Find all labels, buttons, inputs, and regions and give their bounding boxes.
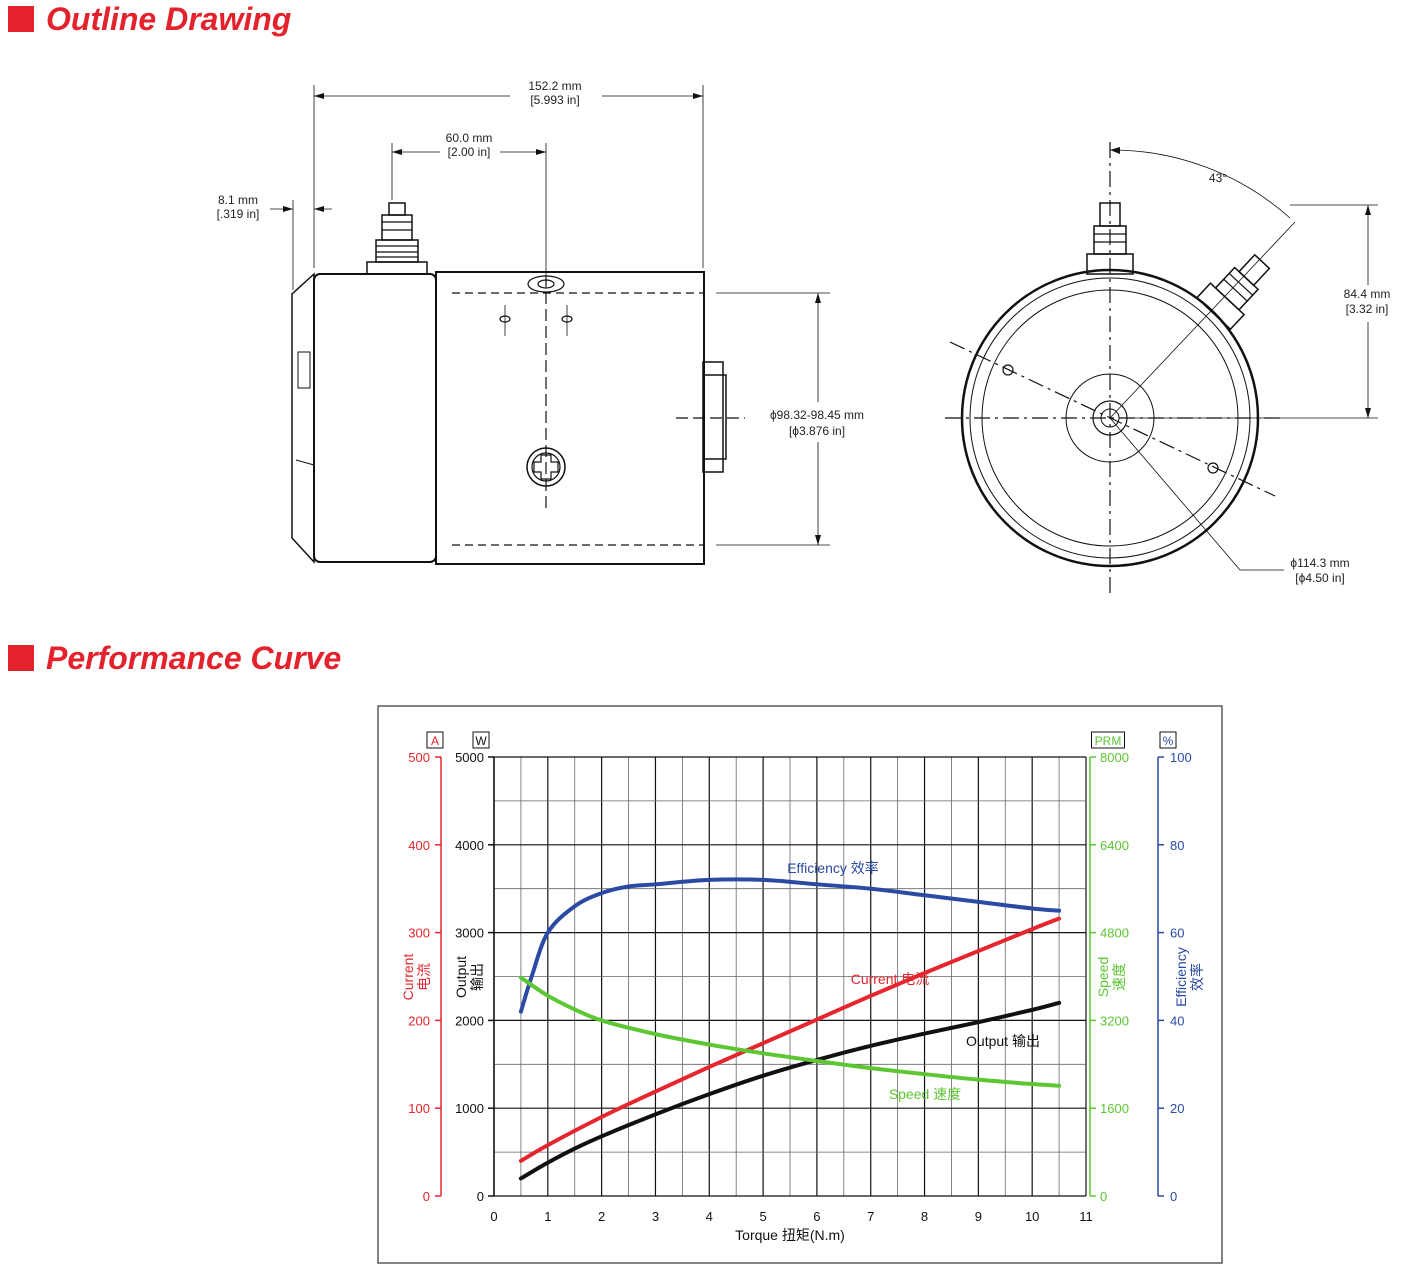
dim-height-in: [3.32 in]: [1346, 302, 1389, 316]
speed-axis-title-en: Speed: [1095, 957, 1111, 997]
end-view: [945, 142, 1378, 598]
dim-flange-in: [.319 in]: [217, 207, 260, 221]
dim-angle: 43°: [1209, 171, 1227, 185]
current-tick-label: 300: [408, 926, 430, 941]
efficiency-tick-label: 20: [1170, 1101, 1184, 1116]
chart-series: [518, 877, 1062, 1181]
x-axis-label: Torque 扭矩(N.m): [735, 1227, 845, 1243]
dim-outer-dia-in: [ϕ4.50 in]: [1295, 571, 1344, 585]
speed-tick-label: 8000: [1100, 750, 1129, 765]
red-square-icon: [8, 6, 34, 32]
x-tick-label: 9: [975, 1209, 982, 1224]
x-tick-label: 2: [598, 1209, 605, 1224]
outline-drawing-title: Outline Drawing: [46, 0, 292, 37]
current-axis-title-cn: 电流: [416, 963, 432, 991]
output-tick-label: 0: [477, 1189, 484, 1204]
x-tick-label: 11: [1079, 1209, 1093, 1224]
speed-series-label: Speed 速度: [889, 1086, 961, 1102]
x-tick-label: 3: [652, 1209, 659, 1224]
current-tick-label: 500: [408, 750, 430, 765]
dim-outer-dia-mm: ϕ114.3 mm: [1290, 556, 1349, 570]
speed-tick-label: 3200: [1100, 1013, 1129, 1028]
output-series-label: Output 输出: [966, 1033, 1040, 1049]
efficiency-series-line: [518, 877, 1062, 1014]
current-axis-title-en: Current: [400, 954, 416, 1001]
chart-grid: [493, 756, 1087, 1197]
chart-frame: [377, 705, 1223, 1264]
dim-height-mm: 84.4 mm: [1344, 287, 1391, 301]
current-tick-label: 200: [408, 1013, 430, 1028]
x-tick-label: 6: [813, 1209, 820, 1224]
efficiency-tick-label: 100: [1170, 750, 1192, 765]
outline-drawing-header: Outline Drawing: [8, 0, 292, 37]
x-tick-label: 1: [544, 1209, 551, 1224]
performance-curve-header: Performance Curve: [8, 639, 342, 676]
current-unit-label: A: [431, 734, 439, 748]
speed-unit-box: [1091, 731, 1125, 749]
efficiency-tick-label: 80: [1170, 838, 1184, 853]
dim-body-dia-mm: ϕ98.32-98.45 mm: [770, 408, 864, 422]
output-tick-label: 5000: [455, 750, 484, 765]
dim-length-mm: 152.2 mm: [528, 79, 581, 93]
current-tick-label: 0: [423, 1189, 430, 1204]
x-tick-label: 7: [867, 1209, 874, 1224]
output-unit-box: [472, 731, 490, 749]
output-tick-label: 3000: [455, 926, 484, 941]
speed-tick-label: 0: [1100, 1189, 1107, 1204]
performance-curve-title: Performance Curve: [46, 639, 342, 676]
output-axis-title-en: Output: [453, 956, 469, 998]
efficiency-unit-label: %: [1163, 734, 1174, 748]
red-square-icon: [8, 645, 34, 671]
dim-length-in: [5.993 in]: [530, 93, 579, 107]
output-tick-label: 4000: [455, 838, 484, 853]
efficiency-series-label: Efficiency 效率: [787, 860, 879, 876]
side-view: [270, 85, 830, 565]
output-unit-label: W: [475, 734, 487, 748]
efficiency-axis-title-cn: 效率: [1189, 963, 1205, 991]
end-view-dimensions: 43° 84.4 mm [3.32 in] ϕ114.3 mm [ϕ4.50 i…: [1209, 171, 1390, 585]
output-tick-label: 1000: [455, 1101, 484, 1116]
speed-unit-label: PRM: [1095, 734, 1122, 748]
current-unit-box: [426, 731, 444, 749]
efficiency-tick-label: 60: [1170, 926, 1184, 941]
output-axis-title-cn: 输出: [469, 963, 485, 991]
efficiency-axis-title-en: Efficiency: [1173, 947, 1189, 1007]
output-tick-label: 2000: [455, 1013, 484, 1028]
speed-series-line: [518, 975, 1062, 1088]
output-series-line: [518, 1000, 1062, 1181]
x-tick-label: 8: [921, 1209, 928, 1224]
side-view-dimensions: 152.2 mm [5.993 in] 60.0 mm [2.00 in] 8.…: [217, 79, 864, 438]
dim-body-dia-in: [ϕ3.876 in]: [789, 424, 845, 438]
x-tick-label: 0: [490, 1209, 497, 1224]
efficiency-tick-label: 40: [1170, 1013, 1184, 1028]
speed-axis-title-cn: 速度: [1111, 963, 1127, 991]
x-tick-label: 4: [706, 1209, 713, 1224]
current-series-line: [518, 916, 1062, 1163]
dim-flange-mm: 8.1 mm: [218, 193, 258, 207]
efficiency-unit-box: [1159, 731, 1177, 749]
dim-offset-mm: 60.0 mm: [446, 131, 493, 145]
current-tick-label: 400: [408, 838, 430, 853]
x-tick-label: 10: [1025, 1209, 1039, 1224]
current-series-label: Current 电流: [851, 971, 930, 987]
efficiency-tick-label: 0: [1170, 1189, 1177, 1204]
x-tick-label: 5: [759, 1209, 766, 1224]
outline-drawing: 152.2 mm [5.993 in] 60.0 mm [2.00 in] 8.…: [217, 79, 1390, 598]
speed-tick-label: 4800: [1100, 926, 1129, 941]
speed-tick-label: 6400: [1100, 838, 1129, 853]
current-tick-label: 100: [408, 1101, 430, 1116]
speed-tick-label: 1600: [1100, 1101, 1129, 1116]
dim-offset-in: [2.00 in]: [448, 145, 491, 159]
